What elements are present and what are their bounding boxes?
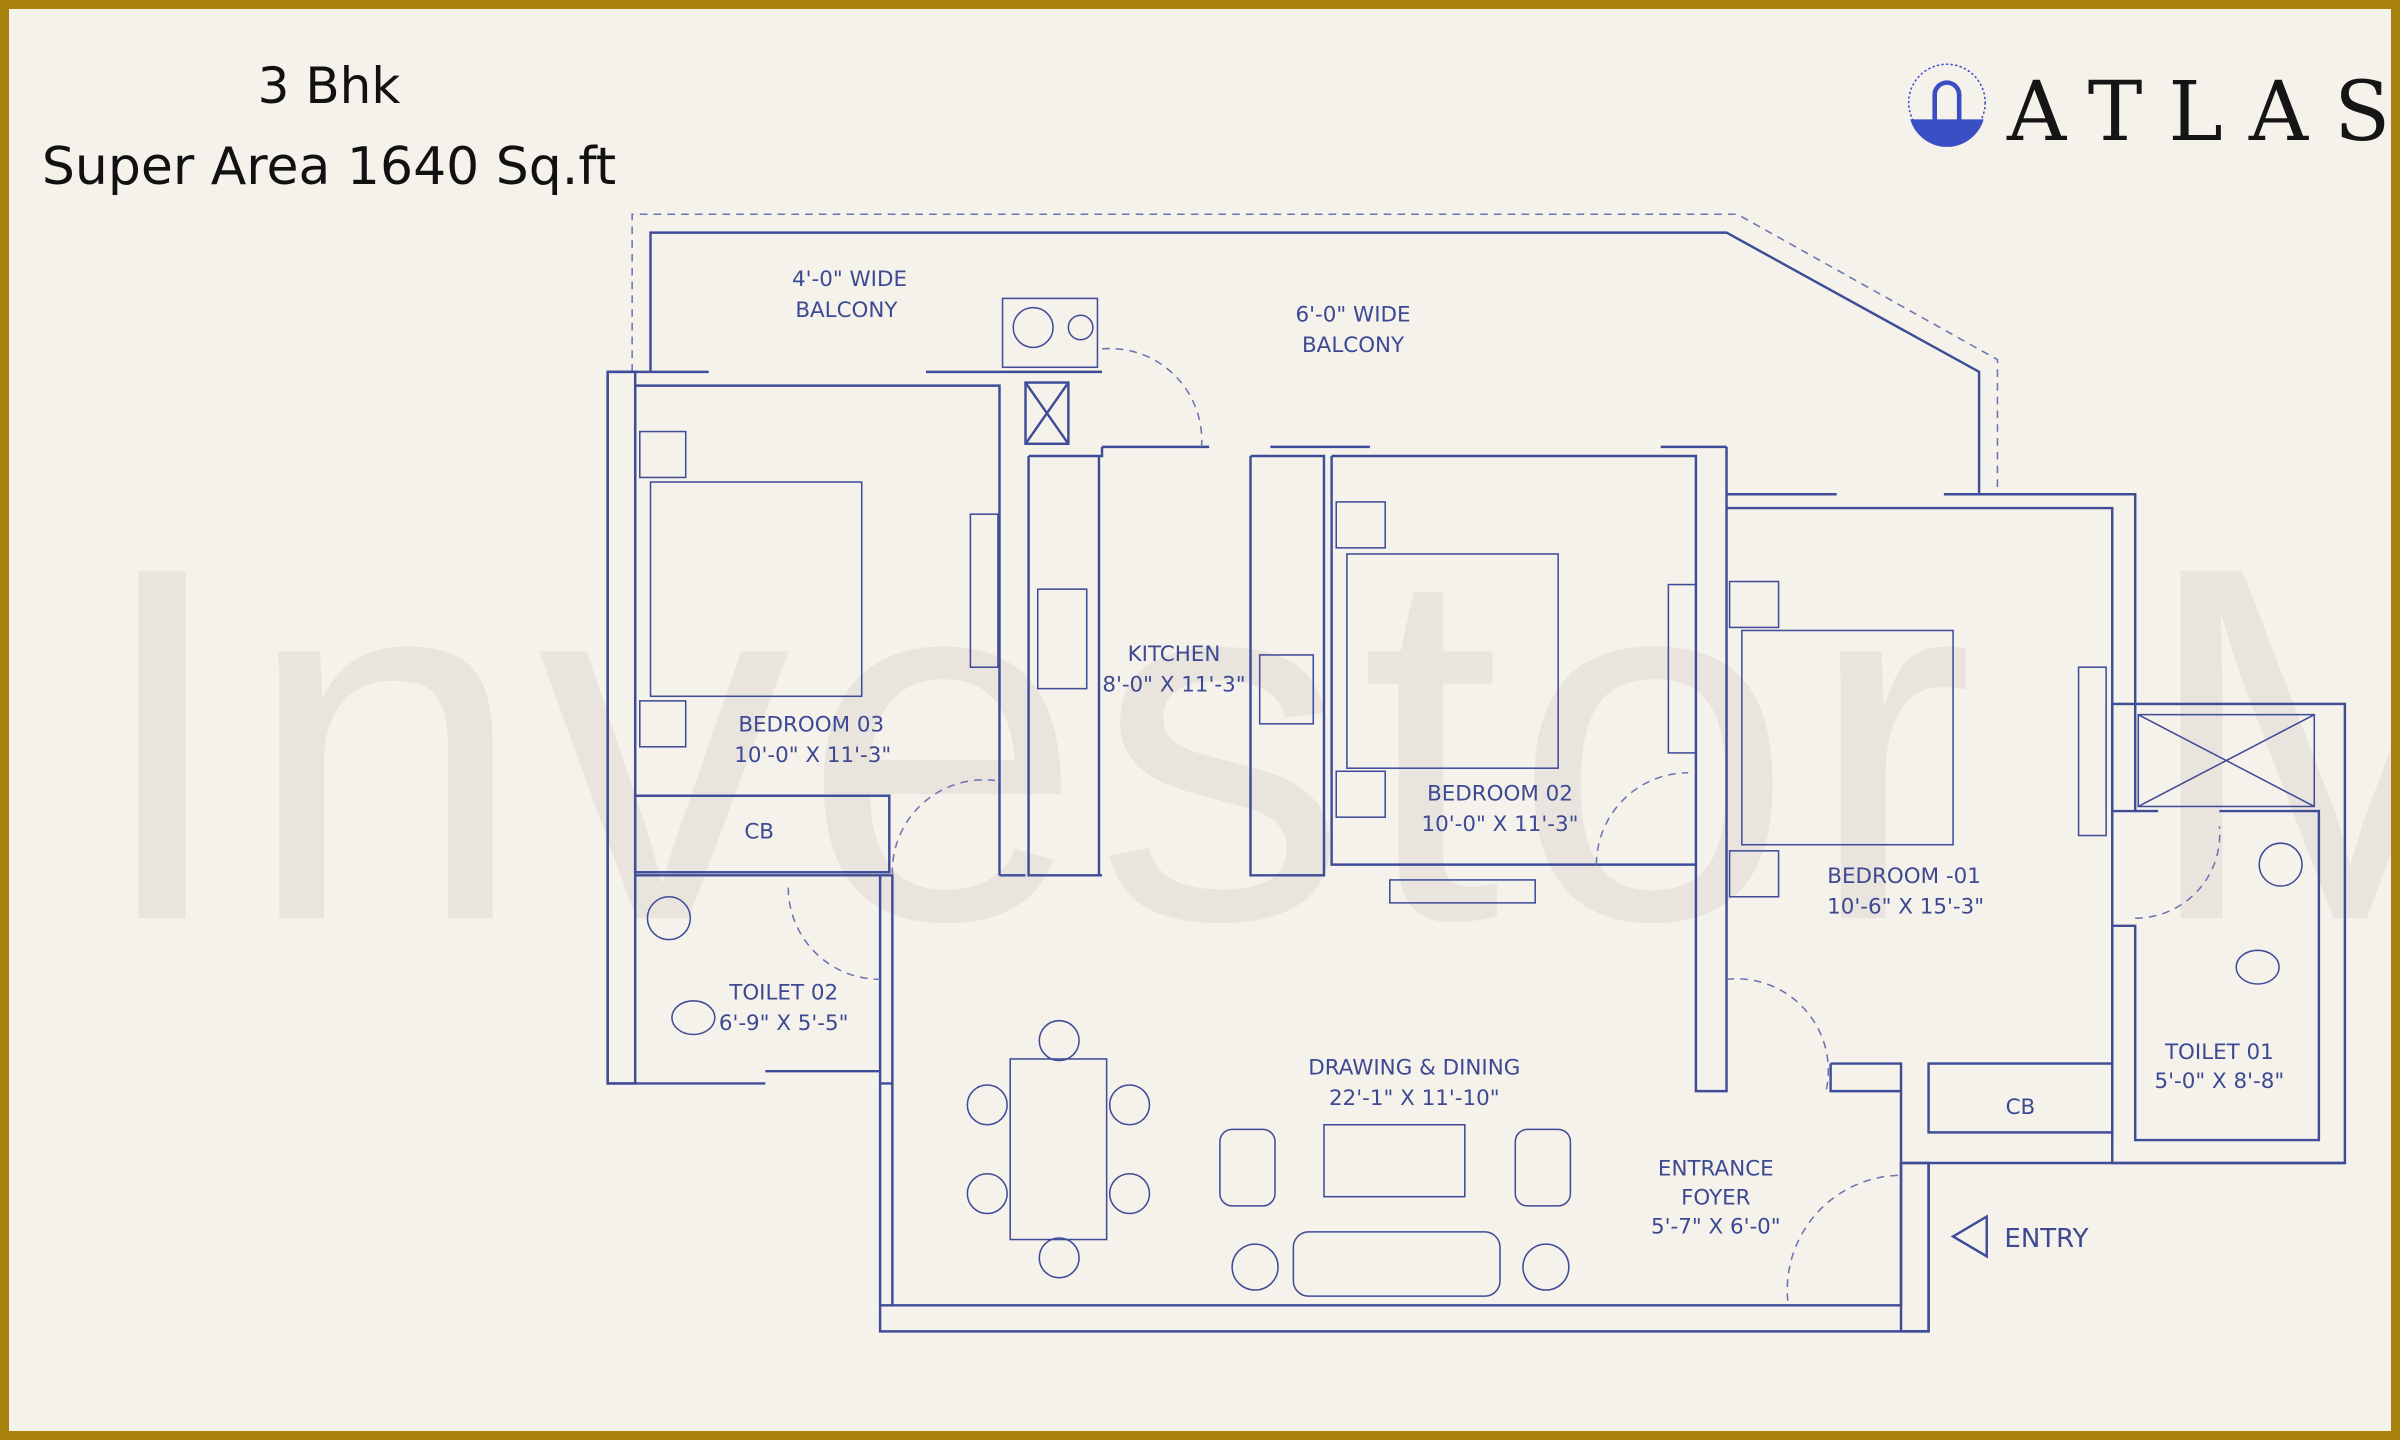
furniture	[639, 297, 2316, 1297]
bedroom02-size: 10'-0" X 11'-3"	[1422, 812, 1579, 837]
watermark: Investor Mart	[92, 462, 2391, 1026]
foyer-size: 5'-7" X 6'-0"	[1651, 1214, 1781, 1239]
balcony-4-label: 4'-0" WIDE	[792, 267, 907, 292]
bedroom01-size: 10'-6" X 15'-3"	[1827, 895, 1984, 920]
balcony-outline	[631, 213, 1999, 495]
toilet02-name: TOILET 02	[728, 980, 838, 1005]
arch-sunburst-logo-icon	[1907, 63, 1986, 147]
bedroom03-name: BEDROOM 03	[738, 712, 884, 737]
kitchen-size: 8'-0" X 11'-3"	[1102, 673, 1245, 698]
cb-label-bedroom03: CB	[744, 820, 774, 845]
bedroom03-size: 10'-0" X 11'-3"	[734, 743, 891, 768]
entry-arrow-icon	[1950, 1214, 1988, 1259]
cb-label-bedroom01: CB	[2006, 1095, 2036, 1120]
super-area-title: Super Area 1640 Sq.ft	[41, 137, 617, 197]
toilet01-name: TOILET 01	[2164, 1040, 2274, 1065]
bedroom02-name: BEDROOM 02	[1427, 781, 1573, 806]
toilet02-size: 6'-9" X 5'-5"	[719, 1011, 849, 1036]
drawing-name: DRAWING & DINING	[1308, 1055, 1520, 1080]
balcony-4-label-2: BALCONY	[795, 298, 898, 323]
foyer-name-2: FOYER	[1681, 1185, 1751, 1210]
wardrobes	[633, 794, 2114, 1134]
kitchen-name: KITCHEN	[1128, 642, 1221, 667]
walls	[606, 370, 2347, 1333]
entry-label: ENTRY	[2004, 1224, 2088, 1254]
toilet01-size: 5'-0" X 8'-8"	[2155, 1069, 2285, 1094]
bedroom01-name: BEDROOM -01	[1827, 864, 1981, 889]
door-swings	[787, 347, 2221, 1301]
configuration-title: 3 Bhk	[257, 57, 401, 115]
floor-plan: Investor Mart	[92, 63, 2391, 1333]
foyer-name: ENTRANCE	[1658, 1156, 1774, 1181]
drawing-size: 22'-1" X 11'-10"	[1329, 1086, 1500, 1111]
floor-plan-frame: Investor Mart	[9, 9, 2391, 1431]
balcony-6-label-2: BALCONY	[1302, 333, 1405, 358]
balcony-6-label: 6'-0" WIDE	[1296, 302, 1411, 327]
brand-name: ATLAS	[2007, 65, 2391, 160]
